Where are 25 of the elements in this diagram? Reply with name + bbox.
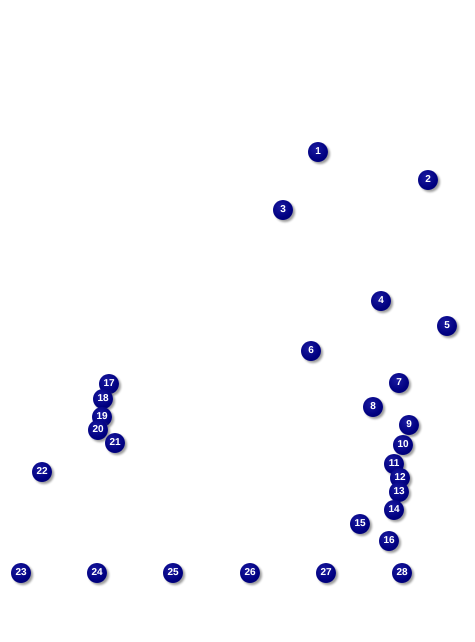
- callout-number: 4: [371, 291, 391, 311]
- callout-number: 16: [379, 531, 399, 551]
- callout-number: 2: [418, 170, 438, 190]
- callout-number: 1: [308, 142, 328, 162]
- callout-number: 5: [437, 316, 457, 336]
- callout-number: 23: [11, 563, 31, 583]
- callout-number: 9: [399, 415, 419, 435]
- callout-number: 21: [105, 433, 125, 453]
- callout-number: 7: [389, 373, 409, 393]
- callout-number: 17: [99, 374, 119, 394]
- callout-number: 13: [389, 482, 409, 502]
- callout-number: 22: [32, 462, 52, 482]
- callout-number: 15: [350, 514, 370, 534]
- callout-number: 26: [240, 563, 260, 583]
- callout-number: 25: [163, 563, 183, 583]
- callout-number: 28: [392, 563, 412, 583]
- callout-number: 20: [88, 420, 108, 440]
- callout-number: 18: [93, 389, 113, 409]
- callout-number: 27: [316, 563, 336, 583]
- callout-number: 24: [87, 563, 107, 583]
- callout-number: 10: [393, 435, 413, 455]
- callout-number: 14: [384, 500, 404, 520]
- callout-number: 8: [363, 397, 383, 417]
- callout-number: 6: [301, 341, 321, 361]
- callout-number: 3: [273, 200, 293, 220]
